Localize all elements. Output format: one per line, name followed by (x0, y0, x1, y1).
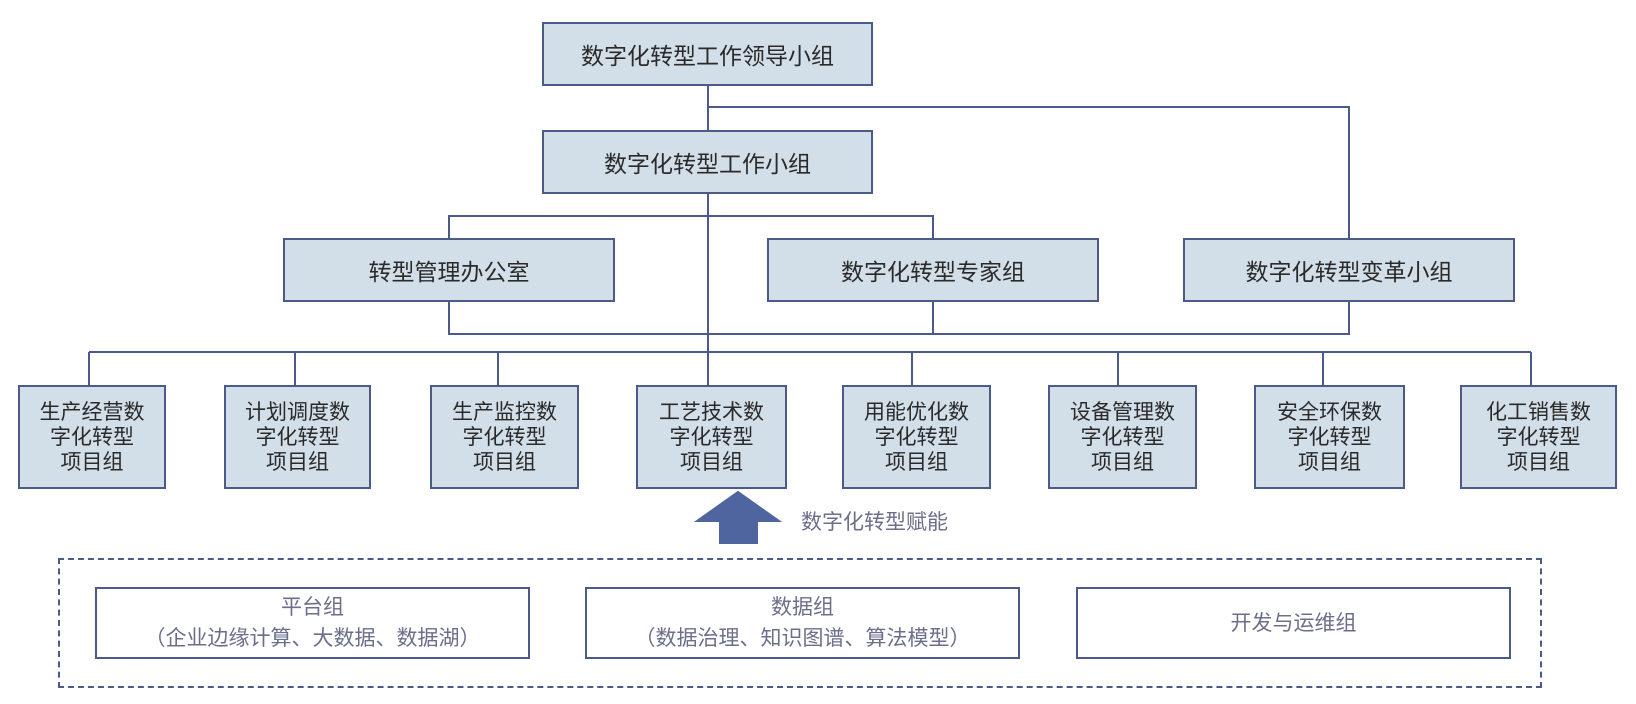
expert-group-box: 数字化转型专家组 (767, 238, 1099, 302)
project-box-planning: 计划调度数字化转型项目组 (224, 385, 371, 489)
project-box-monitoring: 生产监控数字化转型项目组 (430, 385, 579, 489)
enablement-label: 数字化转型赋能 (801, 510, 948, 534)
enablement-support-container (58, 558, 1542, 688)
transformation-office-box: 转型管理办公室 (283, 238, 615, 302)
work-group-box: 数字化转型工作小组 (542, 130, 873, 194)
reform-group-box: 数字化转型变革小组 (1183, 238, 1515, 302)
project-box-energy: 用能优化数字化转型项目组 (842, 385, 991, 489)
project-box-equipment: 设备管理数字化转型项目组 (1048, 385, 1197, 489)
project-box-production-ops: 生产经营数字化转型项目组 (18, 385, 166, 489)
project-box-safety: 安全环保数字化转型项目组 (1254, 385, 1405, 489)
platform-group-detail: （企业边缘计算、大数据、数据湖） (144, 626, 481, 650)
data-group-detail: （数据治理、知识图谱、算法模型） (634, 626, 971, 650)
leadership-group-box: 数字化转型工作领导小组 (542, 22, 873, 86)
devops-group-box: 开发与运维组 (1076, 587, 1511, 659)
platform-group-name: 平台组 (281, 595, 344, 619)
project-box-process-tech: 工艺技术数字化转型项目组 (636, 385, 787, 489)
project-box-sales: 化工销售数字化转型项目组 (1460, 385, 1617, 489)
enablement-arrow-icon (693, 490, 783, 544)
devops-group-name: 开发与运维组 (1230, 610, 1357, 635)
data-group-box: 数据组 （数据治理、知识图谱、算法模型） (585, 587, 1020, 659)
platform-group-box: 平台组 （企业边缘计算、大数据、数据湖） (95, 587, 530, 659)
data-group-name: 数据组 (771, 595, 834, 619)
